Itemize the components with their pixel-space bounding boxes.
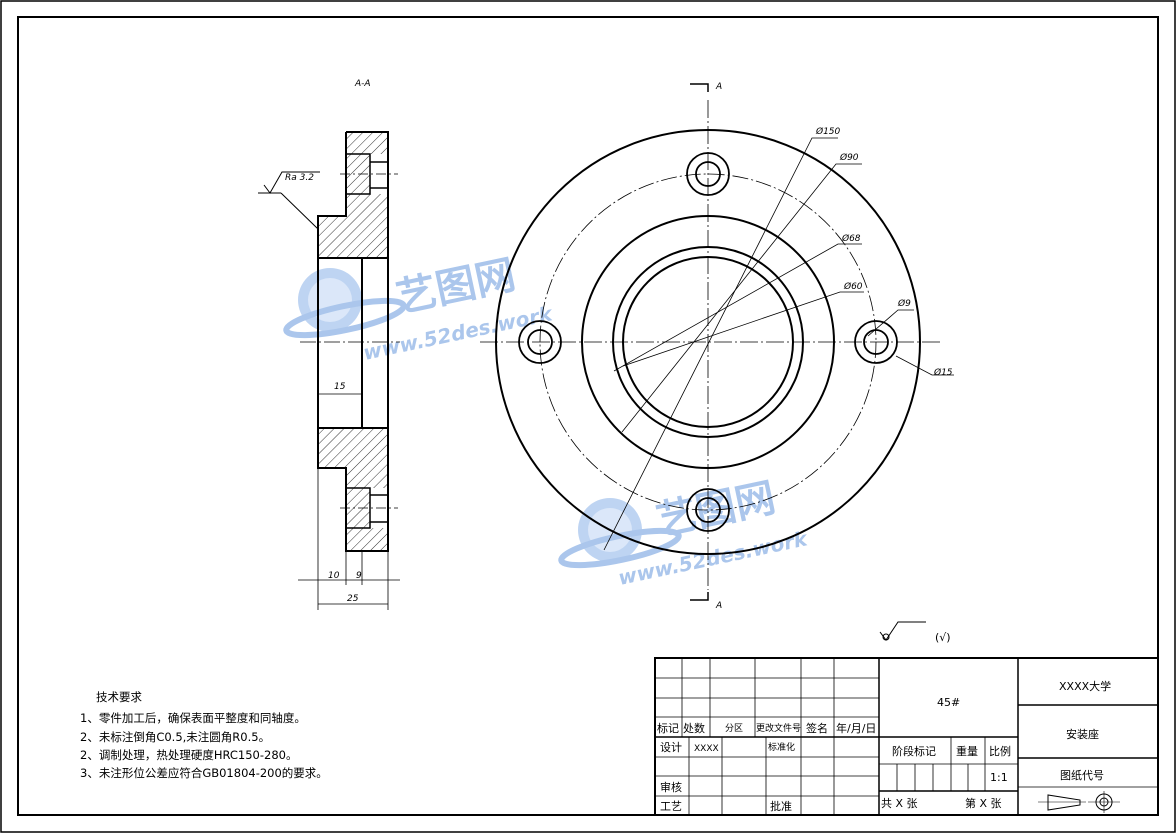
part-name: 安装座 (1066, 727, 1099, 741)
diameter-leaders (603, 137, 954, 551)
dim-9: 9 (356, 571, 362, 581)
dim-10: 10 (328, 571, 340, 581)
drawing-number-label: 图纸代号 (1060, 769, 1104, 782)
watermark-1: 艺图网 www.52des.work (283, 252, 556, 365)
header-doc: 更改文件号 (756, 722, 801, 734)
design-label: 设计 (660, 741, 682, 754)
general-roughness-note: (√) (935, 631, 951, 644)
watermark-url: www.52des.work (616, 526, 811, 590)
process-label: 工艺 (660, 800, 682, 813)
dim-d90: Ø90 (839, 152, 859, 163)
review-label: 审核 (660, 780, 682, 794)
dim-d68: Ø68 (841, 233, 861, 244)
watermark-2: 艺图网 www.52des.work (558, 475, 811, 590)
roughness-symbol: Ra 3.2 (258, 171, 320, 230)
dim-d15: Ø15 (933, 367, 953, 378)
header-sign: 签名 (806, 721, 828, 735)
title-block (654, 657, 1159, 816)
section-label: A-A (354, 79, 371, 89)
sheet-number: 第 X 张 (965, 796, 1002, 810)
general-roughness (879, 621, 926, 641)
standard-label: 标准化 (768, 741, 795, 753)
tech-line: 3、未注形位公差应符合GB01804-200的要求。 (80, 766, 328, 780)
dim-d60: Ø60 (843, 281, 863, 292)
watermark-url: www.52des.work (361, 301, 556, 365)
section-view (300, 131, 400, 552)
header-count: 处数 (683, 722, 705, 735)
approve-label: 批准 (770, 799, 792, 813)
tech-title: 技术要求 (96, 690, 142, 704)
material: 45# (937, 696, 960, 709)
dim-d150: Ø150 (815, 126, 841, 137)
dim-d9: Ø9 (897, 298, 911, 309)
tech-line: 2、调制处理，热处理硬度HRC150-280。 (80, 748, 297, 762)
dim-25: 25 (347, 594, 359, 604)
roughness-label: Ra 3.2 (285, 173, 314, 183)
section-dimensions (298, 393, 400, 610)
organization: XXXX大学 (1059, 679, 1111, 693)
header-mark: 标记 (657, 721, 679, 735)
cut-mark-bottom: A (715, 601, 722, 611)
inner-frame (17, 16, 1159, 816)
front-view (480, 83, 940, 601)
scale-label: 比例 (989, 744, 1011, 758)
sheet-total: 共 X 张 (881, 797, 918, 810)
tech-line: 1、零件加工后，确保表面平整度和同轴度。 (80, 711, 306, 725)
cut-mark-top: A (715, 82, 722, 92)
dim-15: 15 (334, 382, 346, 392)
stage-label: 阶段标记 (892, 744, 936, 758)
header-zone: 分区 (725, 723, 743, 734)
header-date: 年/月/日 (836, 721, 876, 735)
weight-label: 重量 (956, 744, 978, 758)
designer-name: XXXX (694, 744, 719, 754)
tech-line: 2、未标注倒角C0.5,未注圆角R0.5。 (80, 730, 270, 744)
scale-value: 1:1 (990, 771, 1008, 784)
